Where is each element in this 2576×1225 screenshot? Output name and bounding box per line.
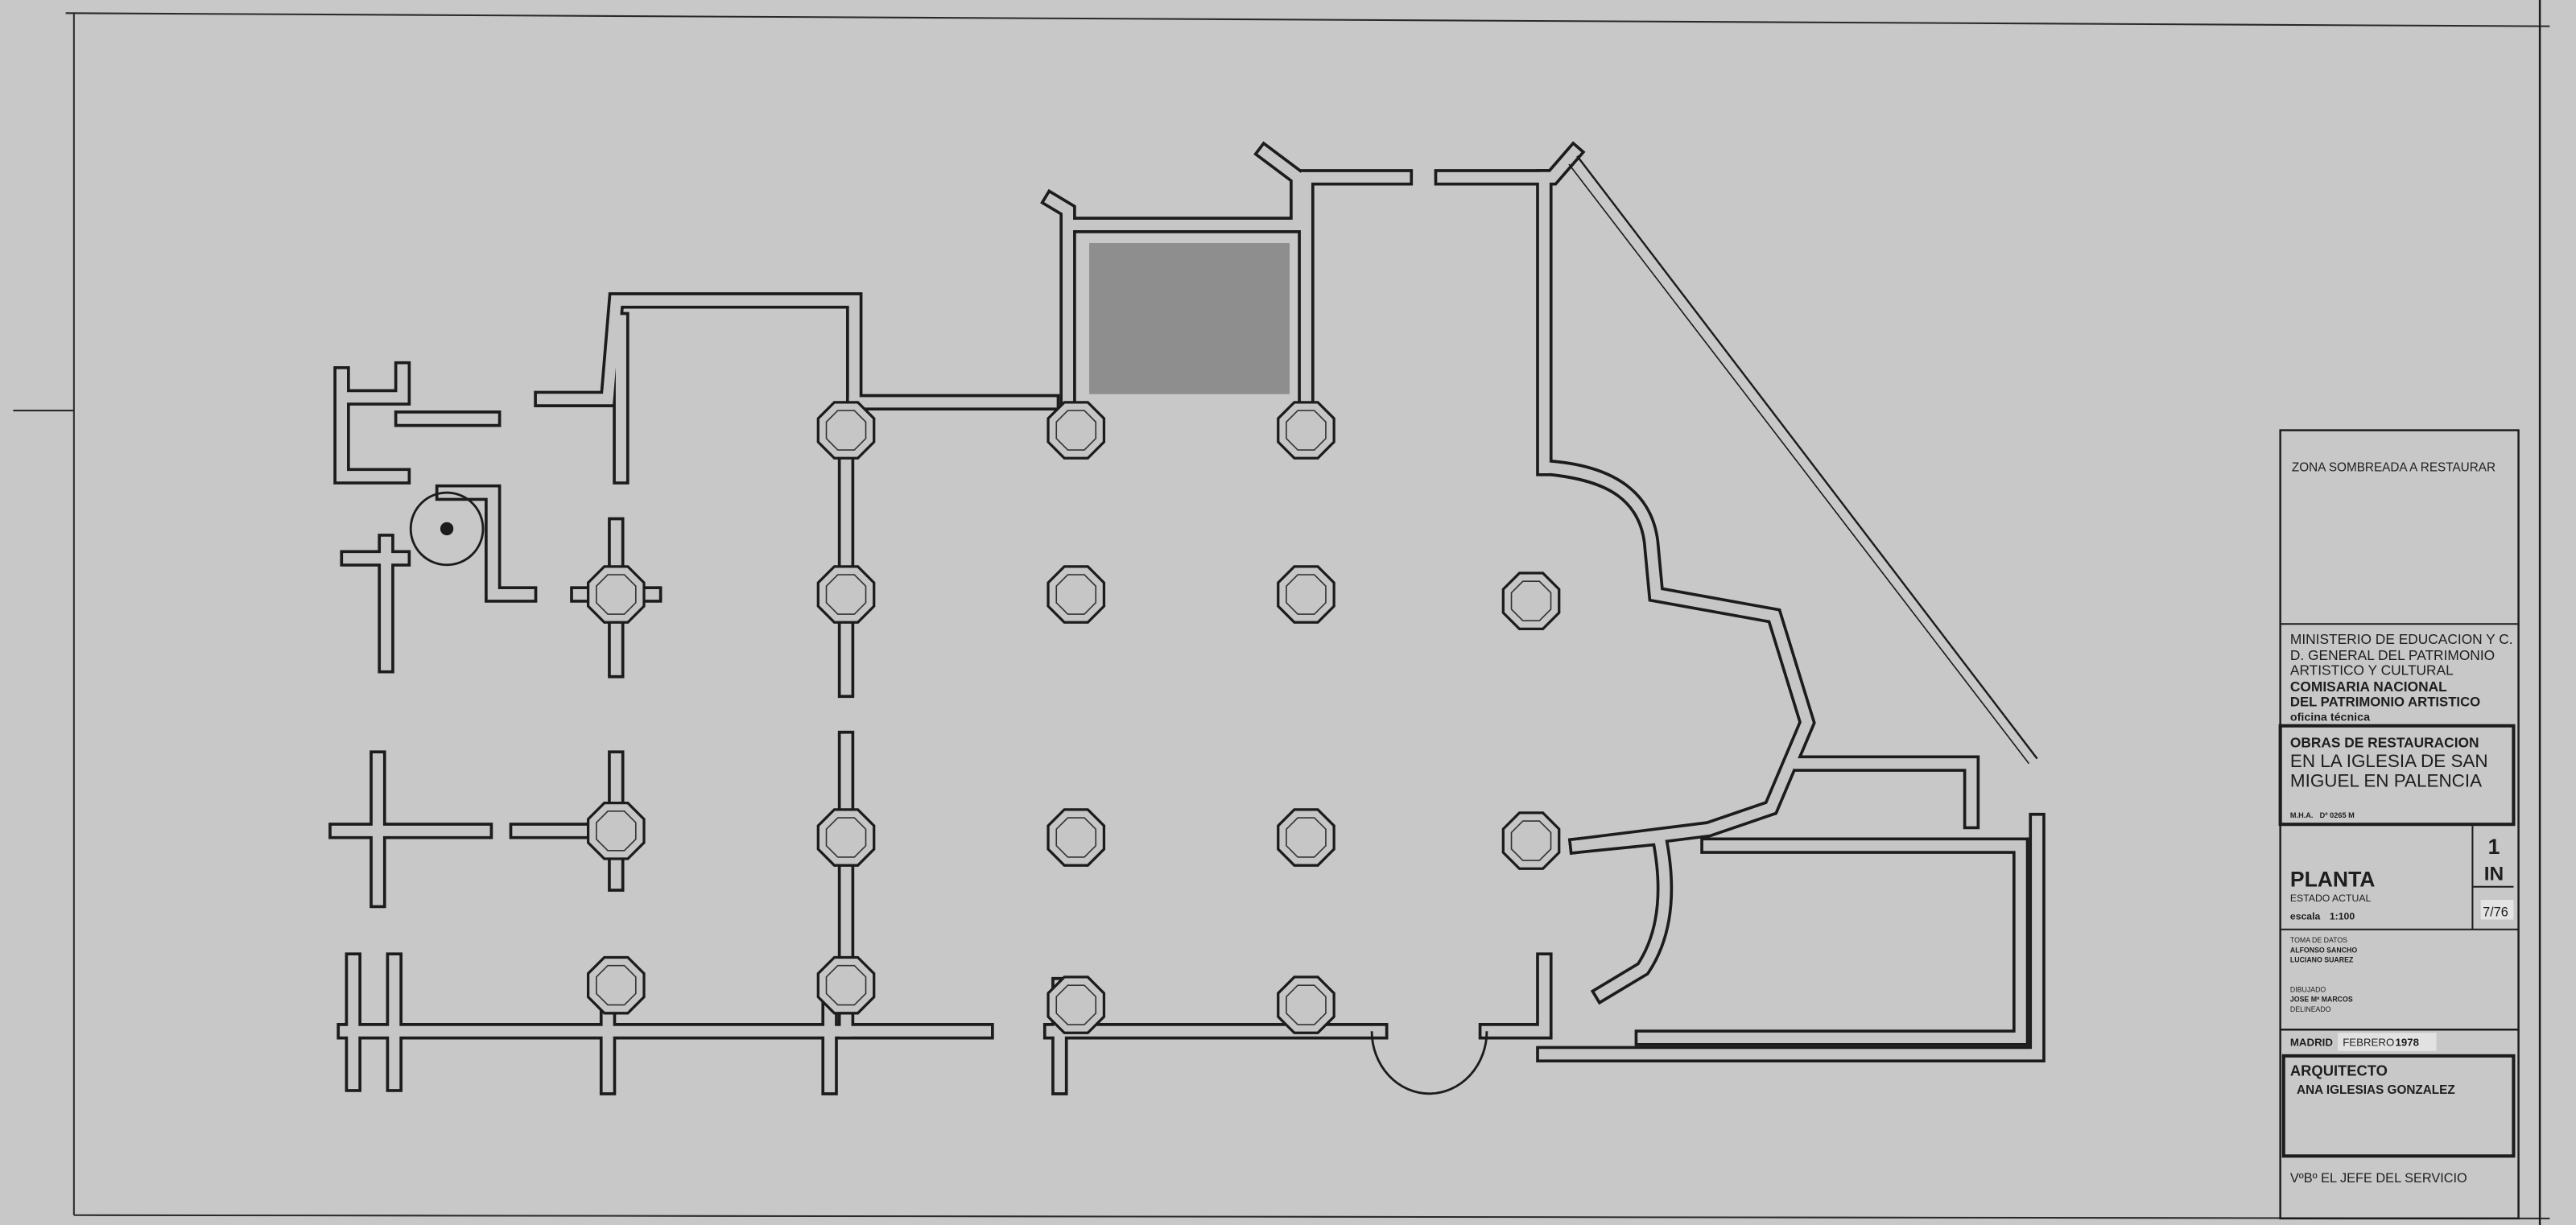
church-plan xyxy=(328,141,2046,1095)
wall-segment-inner xyxy=(1637,840,2026,1043)
sheet-series: IN xyxy=(2484,864,2504,885)
architect-label: ARQUITECTO xyxy=(2290,1062,2388,1079)
date-month: FEBRERO xyxy=(2343,1037,2394,1049)
reference-label: M.H.A. xyxy=(2290,811,2314,819)
pier-inner xyxy=(825,410,867,451)
credit-label: DELINEADO xyxy=(2290,1005,2331,1013)
wall-segment-inner xyxy=(340,955,1550,1037)
wall-segment-inner xyxy=(336,364,498,482)
project-title: MIGUEL EN PALENCIA xyxy=(2290,770,2482,790)
project-title: EN LA IGLESIA DE SAN xyxy=(2290,751,2488,771)
pier-inner xyxy=(596,574,637,615)
ministry-line: oficina técnica xyxy=(2290,711,2371,724)
pier-inner xyxy=(1055,574,1097,615)
wall-segment-inner xyxy=(1300,145,1582,441)
diagonal-boundary-line xyxy=(1576,155,2038,760)
ministry-line: ARTISTICO Y CULTURAL xyxy=(2290,662,2454,678)
wall-segment-inner xyxy=(1794,758,1977,827)
credit-name: LUCIANO SUAREZ xyxy=(2290,956,2354,964)
wall-segment-inner xyxy=(1044,145,1303,408)
pier-inner xyxy=(596,810,637,852)
architect-name: ANA IGLESIAS GONZALEZ xyxy=(2297,1083,2455,1097)
pier-inner xyxy=(825,817,867,858)
pier-inner xyxy=(1055,984,1097,1025)
credit-label: DIBUJADO xyxy=(2290,985,2326,993)
spiral-stair xyxy=(409,491,485,567)
wall-segment-inner xyxy=(1538,815,2043,1060)
ministry-line: D. GENERAL DEL PATRIMONIO xyxy=(2290,647,2495,663)
legend-note: ZONA SOMBREADA A RESTAURAR xyxy=(2292,461,2496,475)
pier-inner xyxy=(825,574,867,615)
wall-segment-inner xyxy=(331,753,490,905)
pier-inner xyxy=(825,964,867,1006)
ministry-line: COMISARIA NACIONAL xyxy=(2290,678,2447,695)
credit-name: ALFONSO SANCHO xyxy=(2290,946,2357,954)
pier-inner xyxy=(596,964,637,1006)
wall-segment-inner xyxy=(343,487,535,670)
pier-inner xyxy=(1286,574,1327,615)
pier-inner xyxy=(1286,984,1327,1025)
scale-value: 1:100 xyxy=(2330,911,2355,922)
wall-segment-inner xyxy=(348,955,1065,1093)
credit-label: TOMA DE DATOS xyxy=(2290,936,2347,944)
pier-inner xyxy=(1286,410,1327,451)
diagonal-boundary-line-inner xyxy=(1568,163,2030,765)
sheet-title: PLANTA xyxy=(2290,868,2376,892)
approval-label: VºBº EL JEFE DEL SERVICIO xyxy=(2290,1171,2467,1186)
pier-inner xyxy=(1286,817,1327,858)
sheet-border-bottom xyxy=(73,1214,2550,1219)
title-block: ZONA SOMBREADA A RESTAURAR MINISTERIO DE… xyxy=(2278,0,2541,1225)
wall-segment-inner xyxy=(536,295,1057,408)
shaded-restoration-zone xyxy=(1089,242,1290,394)
ministry-line: DEL PATRIMONIO ARTISTICO xyxy=(2290,694,2480,709)
pier-inner xyxy=(1055,817,1097,858)
sheet-subtitle: ESTADO ACTUAL xyxy=(2290,893,2372,904)
pier-inner xyxy=(1055,410,1097,451)
pier-inner xyxy=(1510,580,1552,622)
scale-label: escala xyxy=(2290,911,2321,922)
sheet-code: 7/76 xyxy=(2483,905,2508,919)
pier-inner xyxy=(1510,820,1552,861)
sheet-number: 1 xyxy=(2488,835,2500,859)
ministry-line: MINISTERIO DE EDUCACION Y C. xyxy=(2290,631,2513,647)
project-title: OBRAS DE RESTAURACION xyxy=(2290,734,2479,750)
date-year: 1978 xyxy=(2396,1037,2419,1049)
wall-segment-inner xyxy=(1546,462,1813,852)
reference-value: Dº 0265 M xyxy=(2320,811,2355,819)
credit-name: JOSE Mª MARCOS xyxy=(2290,996,2353,1004)
spiral-stair-core xyxy=(440,522,454,536)
sheet-border-top xyxy=(65,12,2550,27)
date-place: MADRID xyxy=(2290,1037,2333,1049)
wall-segment-inner xyxy=(1571,831,1670,1001)
apse-semicircle xyxy=(1370,1031,1488,1095)
